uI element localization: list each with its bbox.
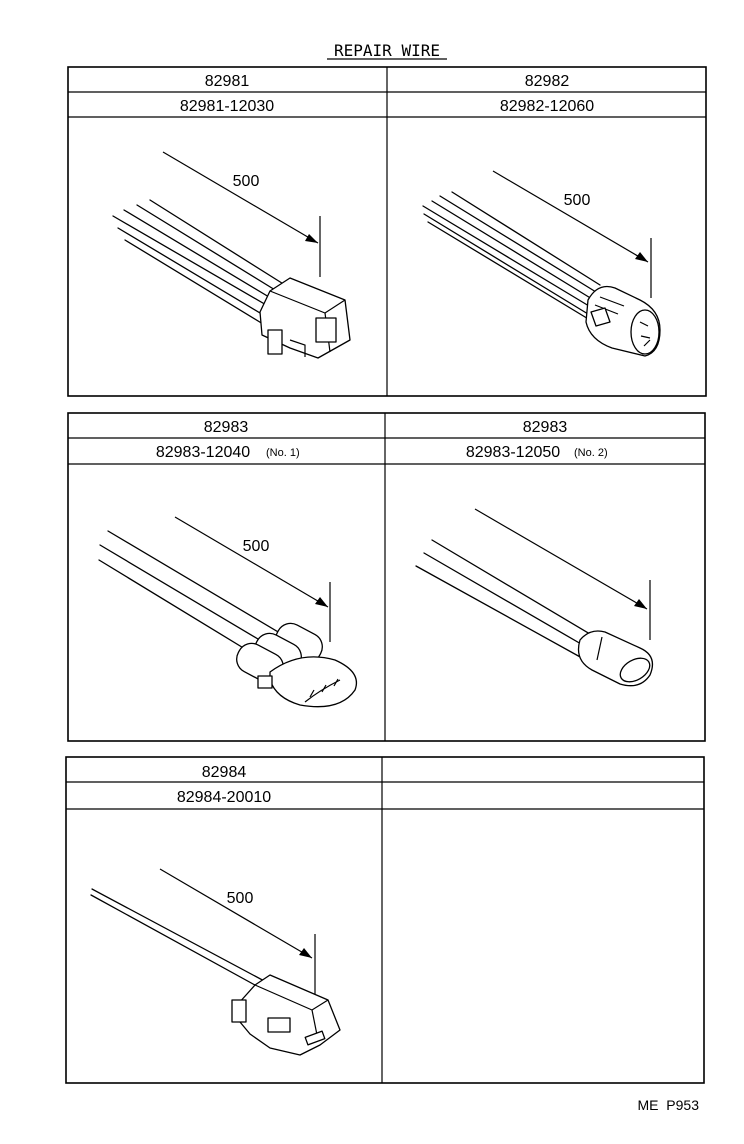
connector-tab [267, 1017, 291, 1033]
connector-drawing-82983-no2 [415, 508, 654, 687]
connector-latch [590, 307, 611, 327]
group-number: 82983 [204, 419, 249, 436]
connector-terminals [309, 678, 339, 698]
connector-edge [596, 636, 603, 661]
wire [439, 195, 597, 293]
length-label: 500 [233, 173, 260, 190]
connector-drawing-82984: 500 [90, 868, 341, 1056]
wire [107, 530, 286, 637]
length-label: 500 [243, 538, 270, 555]
group-number: 82984 [202, 764, 247, 781]
panel-2: 82983 82983-12040 (No. 1) 82983 82983-12… [67, 412, 706, 742]
connector-cavity [304, 1030, 326, 1046]
wire [123, 209, 275, 301]
wire [98, 559, 251, 653]
dimension-line [159, 868, 313, 959]
connector-latch [267, 329, 283, 355]
wire [124, 239, 264, 325]
dimension-arrowhead [305, 234, 318, 243]
connector-latch [257, 675, 273, 689]
dimension-line [492, 170, 649, 263]
wire [112, 215, 269, 307]
dimension-arrowhead [634, 599, 647, 609]
wire [423, 552, 589, 649]
panel-3: 82984 82984-20010 500 [65, 756, 705, 1084]
part-number: 82984-20010 [177, 789, 271, 806]
length-label: 500 [564, 192, 591, 209]
wire [99, 544, 269, 646]
wire [91, 888, 269, 984]
wire [422, 205, 590, 307]
wire [451, 191, 601, 286]
single-pin-connector-body [237, 974, 341, 1056]
wire [431, 539, 596, 638]
connector-drawing-82981: 500 [112, 151, 351, 359]
wire [136, 204, 281, 294]
wire [90, 894, 265, 991]
group-number: 82983 [523, 419, 568, 436]
connector-drawing-82982: 500 [422, 170, 661, 357]
part-number: 82983-12040 [156, 444, 250, 461]
dimension-arrowhead [299, 948, 312, 958]
wire [431, 200, 593, 300]
connector-drawing-82983-no1: 500 [98, 516, 358, 708]
wire [423, 213, 589, 315]
panel-2-frame [67, 412, 706, 742]
panel-1: 82981 82981-12030 82982 82982-12060 500 [67, 66, 707, 397]
wire [117, 227, 266, 317]
variant-note: (No. 2) [574, 447, 608, 459]
connector-edge [289, 339, 306, 357]
group-number: 82981 [205, 73, 250, 90]
drawing-code: ME P953 [638, 1097, 700, 1113]
part-number: 82982-12060 [500, 98, 594, 115]
wire [427, 221, 591, 321]
wire [415, 565, 583, 659]
dimension-line [162, 151, 319, 244]
variant-note: (No. 1) [266, 447, 300, 459]
length-label: 500 [227, 890, 254, 907]
connector-ribs [594, 296, 625, 315]
part-number: 82981-12030 [180, 98, 274, 115]
connector-face [630, 309, 660, 355]
oval-connector-body [269, 656, 358, 708]
wire [149, 199, 286, 286]
sheet-title: REPAIR WIRE [334, 41, 440, 60]
dimension-line [174, 516, 329, 608]
connector-cavity [315, 317, 337, 343]
connector-face [619, 657, 651, 683]
part-number: 82983-12050 [466, 444, 560, 461]
dimension-line [474, 508, 648, 610]
dimension-arrowhead [635, 252, 648, 262]
group-number: 82982 [525, 73, 570, 90]
connector-terminals [639, 321, 651, 347]
dimension-arrowhead [315, 597, 328, 607]
panel-3-frame [65, 756, 705, 1084]
connector-latch [231, 999, 247, 1023]
